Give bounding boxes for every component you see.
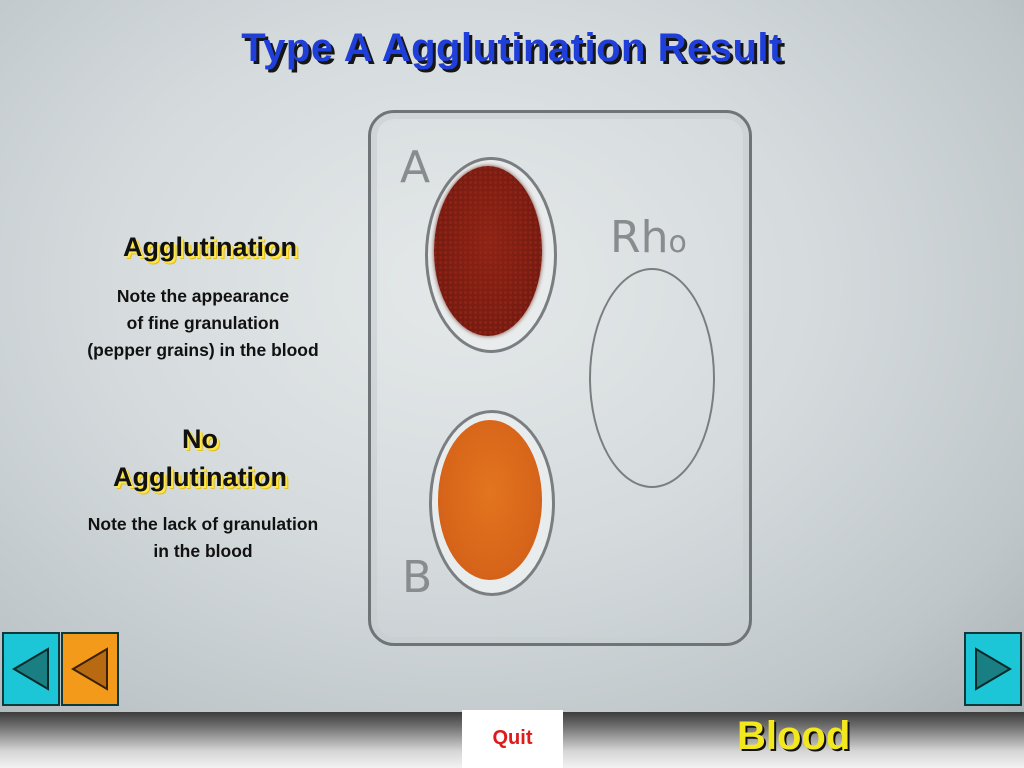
quit-button[interactable]: Quit	[462, 710, 563, 768]
card-label-rh: Rho	[610, 212, 687, 263]
agglutination-note-line: Note the appearance	[116, 286, 290, 306]
no-agglutination-note-line: Note the lack of granulation	[87, 514, 319, 534]
unagglutinated-blood-sample	[438, 420, 542, 580]
slide-title: Type A Agglutination Result	[241, 26, 783, 70]
agglutination-note-line: (pepper grains) in the blood	[87, 340, 319, 360]
forward-button[interactable]	[964, 632, 1022, 706]
back-button[interactable]	[2, 632, 60, 706]
blood-typing-card	[368, 110, 752, 646]
triangle-left-icon	[12, 647, 49, 691]
triangle-right-icon	[975, 647, 1012, 691]
agglutination-heading: Agglutination	[123, 232, 297, 262]
no-agglutination-heading-line: Agglutination	[113, 462, 287, 492]
agglutination-note-line: of fine granulation	[126, 313, 280, 333]
no-agglutination-note-line: in the blood	[153, 541, 253, 561]
no-agglutination-heading-line: No	[182, 424, 218, 454]
card-label-a: A	[400, 142, 431, 193]
agglutination-note: Note the appearance of fine granulation …	[30, 283, 376, 364]
no-agglutination-note: Note the lack of granulation in the bloo…	[30, 511, 376, 565]
card-label-b: B	[402, 552, 433, 603]
slide-stage: Type A Agglutination Result Agglutinatio…	[0, 0, 1024, 712]
card-label-rh-subscript: o	[668, 225, 687, 260]
no-agglutination-heading: No Agglutination	[50, 420, 350, 496]
triangle-left-icon	[71, 647, 108, 691]
agglutinated-blood-sample	[434, 166, 542, 336]
card-label-rh-text: Rh	[610, 212, 669, 263]
section-label: Blood	[737, 714, 851, 758]
return-button[interactable]	[61, 632, 119, 706]
well-rh-empty	[589, 268, 715, 488]
